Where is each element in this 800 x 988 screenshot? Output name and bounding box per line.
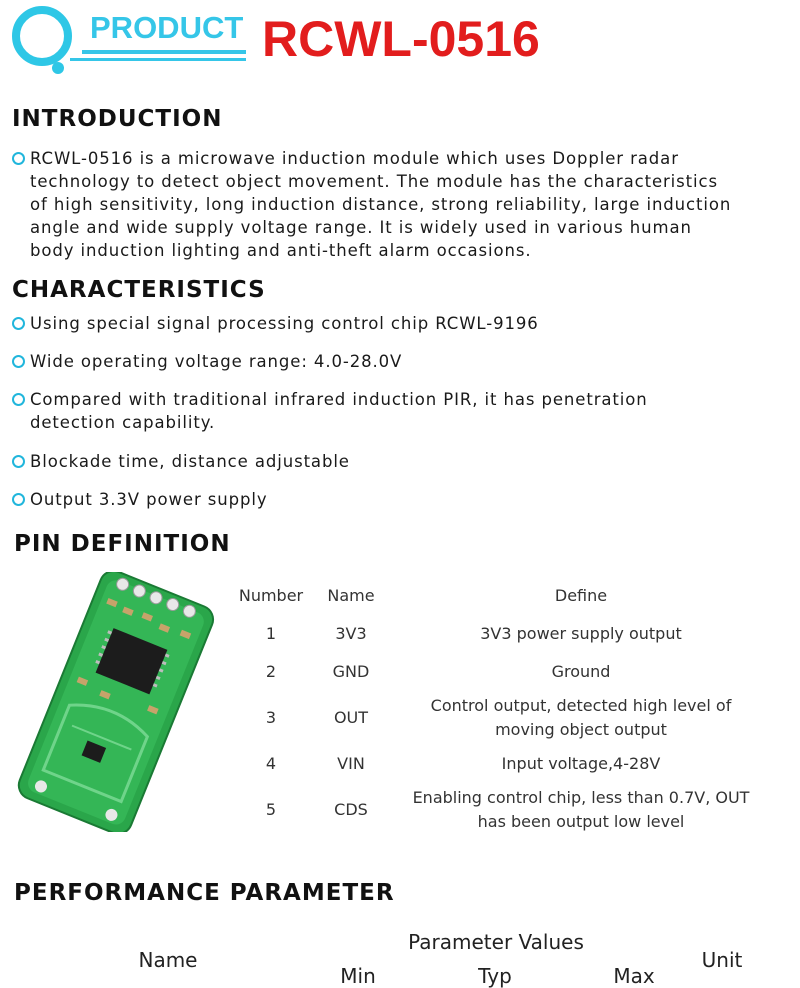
characteristic-item: Compared with traditional infrared induc…: [30, 388, 730, 434]
intro-line: body induction lighting and anti-theft a…: [30, 241, 532, 260]
pin-define: Control output, detected high level of m…: [392, 694, 770, 742]
performance-unit-header: Unit: [701, 948, 743, 972]
characteristic-line: Wide operating voltage range: 4.0-28.0V: [30, 352, 403, 371]
table-row: 1 3V3 3V3 power supply output: [232, 622, 792, 646]
intro-line: RCWL-0516 is a microwave induction modul…: [30, 149, 679, 168]
pin-name: CDS: [334, 800, 368, 819]
column-header-name: Name: [327, 586, 375, 605]
bullet-icon: [12, 493, 25, 506]
pin-define: 3V3 power supply output: [392, 622, 770, 646]
performance-heading: PERFORMANCE PARAMETER: [14, 880, 395, 906]
pin-number: 4: [265, 754, 277, 773]
characteristics-heading: CHARACTERISTICS: [12, 277, 266, 303]
pin-number: 1: [265, 624, 277, 643]
characteristic-line: Output 3.3V power supply: [30, 490, 268, 509]
pin-table-header: Number Name Define: [232, 584, 792, 608]
pin-define-line: has been output low level: [477, 812, 685, 831]
pin-define-line: 3V3 power supply output: [480, 624, 682, 643]
table-row: 4 VIN Input voltage,4-28V: [232, 752, 792, 776]
intro-line: angle and wide supply voltage range. It …: [30, 218, 692, 237]
logo-dot-icon: [52, 62, 64, 74]
performance-max-header: Max: [613, 964, 655, 988]
characteristic-item: Wide operating voltage range: 4.0-28.0V: [30, 350, 730, 373]
pin-name: OUT: [333, 708, 369, 727]
pin-number: 3: [265, 708, 277, 727]
characteristic-line: Using special signal processing control …: [30, 314, 539, 333]
pin-define-line: Control output, detected high level of: [430, 696, 732, 715]
product-header: PRODUCT RCWL-0516: [0, 0, 800, 90]
bullet-icon: [12, 355, 25, 368]
pin-define-line: Enabling control chip, less than 0.7V, O…: [412, 788, 750, 807]
characteristic-item: Blockade time, distance adjustable: [30, 450, 730, 473]
bullet-icon: [12, 393, 25, 406]
performance-name-header: Name: [138, 948, 198, 972]
pin-name: VIN: [337, 754, 365, 773]
characteristic-line: detection capability.: [30, 413, 216, 432]
model-title: RCWL-0516: [262, 11, 540, 67]
performance-min-header: Min: [340, 964, 376, 988]
bullet-icon: [12, 455, 25, 468]
logo-ring-icon: [12, 6, 72, 66]
table-row: 3 OUT Control output, detected high leve…: [232, 694, 792, 742]
performance-values-header: Parameter Values: [408, 930, 584, 954]
pin-name: GND: [332, 662, 370, 681]
pin-definition-heading: PIN DEFINITION: [14, 531, 231, 557]
introduction-heading: INTRODUCTION: [12, 106, 223, 132]
pin-define-line: moving object output: [495, 720, 667, 739]
intro-line: of high sensitivity, long induction dist…: [30, 195, 732, 214]
bullet-icon: [12, 317, 25, 330]
characteristic-line: Compared with traditional infrared induc…: [30, 390, 648, 409]
logo-product-text: PRODUCT: [90, 10, 244, 45]
pin-define-line: Input voltage,4-28V: [501, 754, 661, 773]
characteristic-line: Blockade time, distance adjustable: [30, 452, 350, 471]
column-header-number: Number: [238, 586, 304, 605]
intro-line: technology to detect object movement. Th…: [30, 172, 718, 191]
table-row: 2 GND Ground: [232, 660, 792, 684]
table-row: 5 CDS Enabling control chip, less than 0…: [232, 786, 792, 834]
radar-module-image: [17, 572, 215, 832]
introduction-paragraph: RCWL-0516 is a microwave induction modul…: [30, 147, 790, 262]
pin-define: Input voltage,4-28V: [392, 752, 770, 776]
characteristic-item: Using special signal processing control …: [30, 312, 730, 335]
pin-number: 5: [265, 800, 277, 819]
pin-define-line: Ground: [551, 662, 611, 681]
logo-underline: [82, 50, 246, 54]
performance-typ-header: Typ: [478, 964, 512, 988]
characteristic-item: Output 3.3V power supply: [30, 488, 730, 511]
pin-define: Enabling control chip, less than 0.7V, O…: [392, 786, 770, 834]
logo-underline-secondary: [70, 58, 246, 61]
pin-number: 2: [265, 662, 277, 681]
column-header-define: Define: [554, 586, 608, 605]
pin-name: 3V3: [335, 624, 367, 643]
pin-define: Ground: [392, 660, 770, 684]
bullet-icon: [12, 152, 25, 165]
